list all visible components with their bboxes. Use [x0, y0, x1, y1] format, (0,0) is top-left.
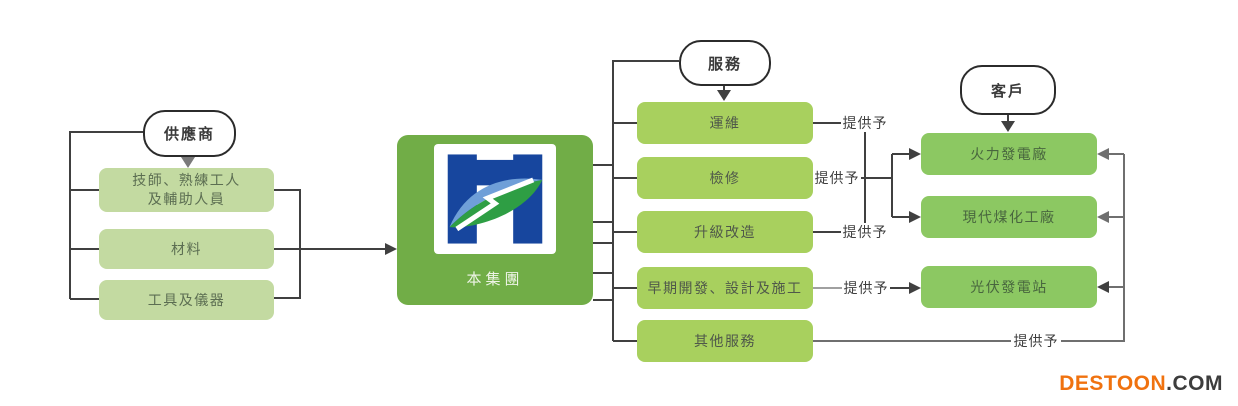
group-logo — [434, 144, 556, 254]
customer-item-coal-chemical: 現代煤化工廠 — [921, 196, 1097, 238]
group-box: 本集團 — [397, 135, 593, 305]
provide-label-3: 提供予 — [841, 223, 889, 241]
h-leaf-lightning-icon — [447, 154, 543, 244]
customer-item-thermal-power: 火力發電廠 — [921, 133, 1097, 175]
watermark-suffix: .COM — [1166, 372, 1223, 395]
service-item-other: 其他服務 — [637, 320, 813, 362]
provide-label-5: 提供予 — [1011, 332, 1061, 350]
supplier-bubble: 供應商 — [143, 110, 236, 157]
supplier-item-materials: 材料 — [99, 229, 274, 269]
provide-label-2: 提供予 — [813, 169, 861, 187]
supplier-item-technicians: 技師、熟練工人 及輔助人員 — [99, 168, 274, 212]
provide-label-1: 提供予 — [841, 114, 889, 132]
customer-bubble: 客戶 — [960, 65, 1056, 115]
service-item-early-development: 早期開發、設計及施工 — [637, 267, 813, 309]
service-item-upgrade: 升級改造 — [637, 211, 813, 253]
supplier-item-tools: 工具及儀器 — [99, 280, 274, 320]
watermark: DESTOON.COM — [1059, 372, 1223, 396]
watermark-brand: DESTOON — [1059, 372, 1167, 395]
group-label: 本集團 — [466, 271, 524, 288]
customer-item-photovoltaic: 光伏發電站 — [921, 266, 1097, 308]
service-item-overhaul: 檢修 — [637, 157, 813, 199]
service-item-operation-maintenance: 運維 — [637, 102, 813, 144]
provide-label-4: 提供予 — [842, 279, 890, 297]
service-bubble: 服務 — [679, 40, 771, 86]
